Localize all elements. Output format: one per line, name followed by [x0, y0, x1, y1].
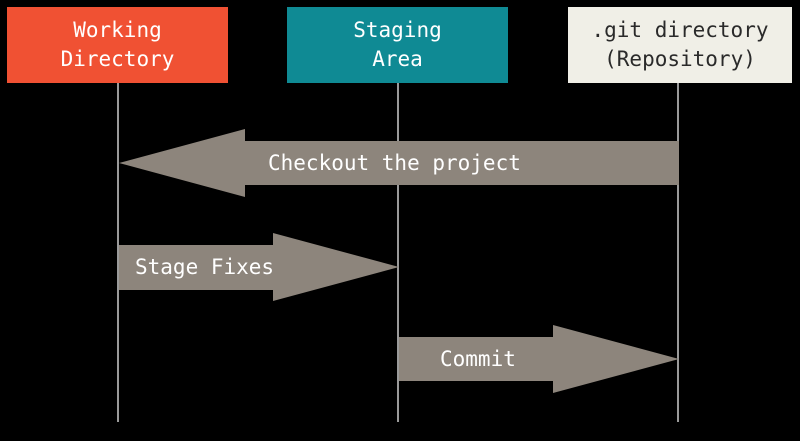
staging-area-label-line1: Staging	[353, 18, 442, 42]
stage-fixes-arrow	[119, 233, 399, 301]
repository-label-line2: (Repository)	[604, 47, 756, 71]
working-directory-box: Working Directory	[7, 7, 228, 83]
commit-arrow-label: Commit	[440, 347, 516, 371]
stage-fixes-arrow-label: Stage Fixes	[135, 255, 275, 279]
commit-arrow	[399, 325, 679, 393]
staging-area-label-line2: Area	[372, 47, 423, 71]
working-directory-lifeline	[117, 83, 119, 422]
repository-label-line1: .git directory	[591, 18, 769, 42]
working-directory-label-line2: Directory	[60, 47, 175, 71]
repository-lifeline	[677, 83, 679, 422]
checkout-arrow	[119, 129, 679, 197]
repository-box: .git directory (Repository)	[568, 7, 792, 83]
staging-area-box: Staging Area	[287, 7, 508, 83]
checkout-arrow-label: Checkout the project	[268, 151, 521, 175]
staging-area-lifeline	[397, 83, 399, 422]
working-directory-label-line1: Working	[73, 18, 162, 42]
